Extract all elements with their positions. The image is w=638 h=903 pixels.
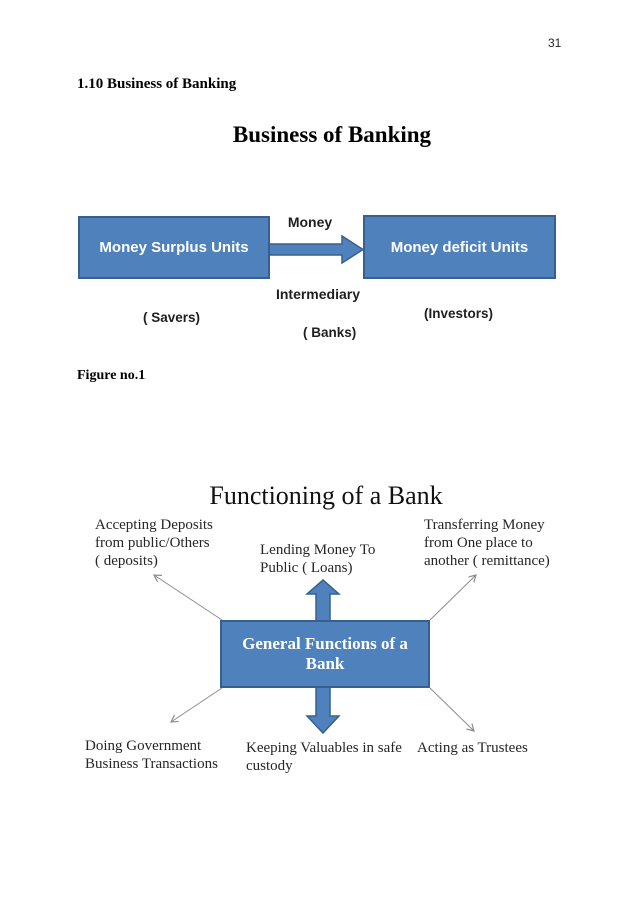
- money-surplus-units-box: Money Surplus Units: [78, 216, 270, 279]
- intermediary-label: Intermediary: [275, 286, 361, 302]
- arrow-to-transferring-money: [429, 575, 476, 621]
- figure1-caption: Figure no.1: [77, 368, 146, 383]
- general-functions-label: General Functions of a Bank: [242, 634, 408, 673]
- money-label: Money: [287, 214, 333, 230]
- page-number: 31: [548, 36, 562, 50]
- up-block-arrow: [305, 579, 341, 622]
- money-deficit-units-box: Money deficit Units: [363, 215, 556, 279]
- label-government-business: Doing Government Business Transactions: [85, 738, 218, 772]
- savers-label: ( Savers): [143, 310, 201, 325]
- section-heading: 1.10 Business of Banking: [77, 76, 237, 92]
- down-block-arrow: [305, 686, 341, 735]
- label-transferring-money: Transferring Money from One place to ano…: [424, 517, 550, 569]
- figure2-title: Functioning of a Bank: [209, 481, 443, 510]
- arrow-to-accepting-deposits: [154, 575, 223, 621]
- investors-label: (Investors): [424, 306, 494, 321]
- arrow-to-acting-trustees: [429, 687, 474, 731]
- banks-label: ( Banks): [303, 325, 357, 340]
- label-acting-trustees: Acting as Trustees: [417, 740, 528, 756]
- label-lending-money: Lending Money To Public ( Loans): [260, 542, 376, 576]
- arrow-to-government-business: [171, 687, 223, 722]
- label-accepting-deposits: Accepting Deposits from public/Others ( …: [95, 517, 213, 569]
- money-deficit-units-label: Money deficit Units: [390, 238, 529, 256]
- general-functions-box: General Functions of a Bank: [220, 620, 430, 688]
- money-flow-arrow: [268, 234, 365, 265]
- document-title: Business of Banking: [232, 122, 432, 147]
- label-keeping-valuables: Keeping Valuables in safe custody: [246, 740, 402, 774]
- money-surplus-units-label: Money Surplus Units: [99, 239, 249, 256]
